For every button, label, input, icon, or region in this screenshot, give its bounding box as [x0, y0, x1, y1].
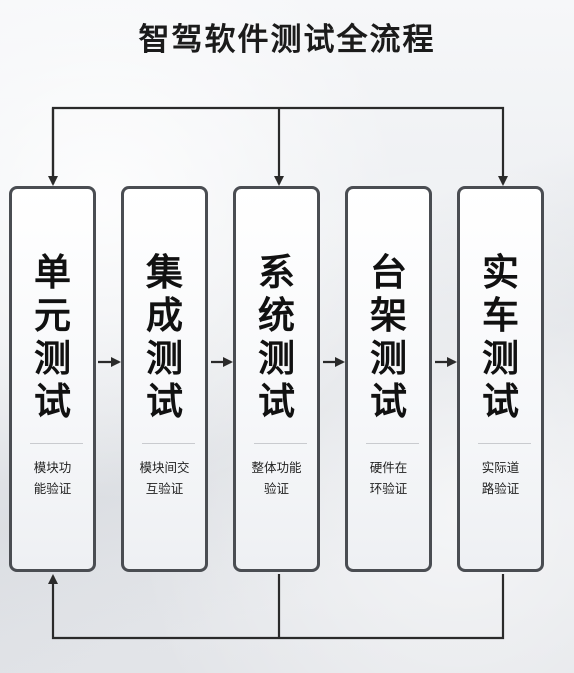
- stage-title: 台 架 测 试: [348, 251, 429, 423]
- stage-description: 实际道 路验证: [460, 457, 541, 499]
- stage-divider: [478, 443, 531, 444]
- stage-title-char: 测: [258, 337, 295, 380]
- stage-title-char: 实: [482, 251, 519, 294]
- stage-desc-line: 模块间交: [139, 460, 190, 475]
- stage-desc-line: 路验证: [481, 481, 520, 496]
- stage-divider: [30, 443, 83, 444]
- stage-title-char: 车: [482, 294, 519, 337]
- stage-title-char: 测: [34, 337, 71, 380]
- stage-title-char: 试: [482, 380, 519, 423]
- stage-title-char: 台: [370, 251, 407, 294]
- stage-box-unit-test: 单 元 测 试 模块功 能验证: [9, 186, 96, 572]
- stage-desc-line: 整体功能: [251, 460, 302, 475]
- stage-desc-line: 模块功: [33, 460, 72, 475]
- stage-title-char: 单: [34, 251, 71, 294]
- stage-title-char: 试: [146, 380, 183, 423]
- stage-title-char: 测: [146, 337, 183, 380]
- stage-title-char: 系: [258, 251, 295, 294]
- stage-desc-line: 验证: [263, 481, 289, 496]
- stage-desc-line: 硬件在: [369, 460, 408, 475]
- stage-title-char: 统: [258, 294, 295, 337]
- stage-title-char: 试: [370, 380, 407, 423]
- stage-title-char: 测: [482, 337, 519, 380]
- stage-title-char: 测: [370, 337, 407, 380]
- stage-box-bench-test: 台 架 测 试 硬件在 环验证: [345, 186, 432, 572]
- stage-title: 系 统 测 试: [236, 251, 317, 423]
- stage-title-char: 集: [146, 251, 183, 294]
- stage-description: 模块功 能验证: [12, 457, 93, 499]
- stage-title-char: 元: [34, 294, 71, 337]
- stage-box-system-test: 系 统 测 试 整体功能 验证: [233, 186, 320, 572]
- stage-title: 实 车 测 试: [460, 251, 541, 423]
- diagram-title: 智驾软件测试全流程: [138, 22, 436, 58]
- stage-title: 集 成 测 试: [124, 251, 205, 423]
- stage-description: 硬件在 环验证: [348, 457, 429, 499]
- stage-divider: [142, 443, 195, 444]
- stage-title: 单 元 测 试: [12, 251, 93, 423]
- stage-divider: [366, 443, 419, 444]
- stage-title-char: 试: [258, 380, 295, 423]
- stage-desc-line: 环验证: [369, 481, 408, 496]
- stage-divider: [254, 443, 307, 444]
- stage-title-char: 成: [146, 294, 183, 337]
- stage-title-char: 试: [34, 380, 71, 423]
- stage-box-integration-test: 集 成 测 试 模块间交 互验证: [121, 186, 208, 572]
- stage-description: 整体功能 验证: [236, 457, 317, 499]
- stage-desc-line: 互验证: [145, 481, 184, 496]
- stage-title-char: 架: [370, 294, 407, 337]
- stage-desc-line: 能验证: [33, 481, 72, 496]
- stage-desc-line: 实际道: [481, 460, 520, 475]
- stage-box-vehicle-test: 实 车 测 试 实际道 路验证: [457, 186, 544, 572]
- stage-description: 模块间交 互验证: [124, 457, 205, 499]
